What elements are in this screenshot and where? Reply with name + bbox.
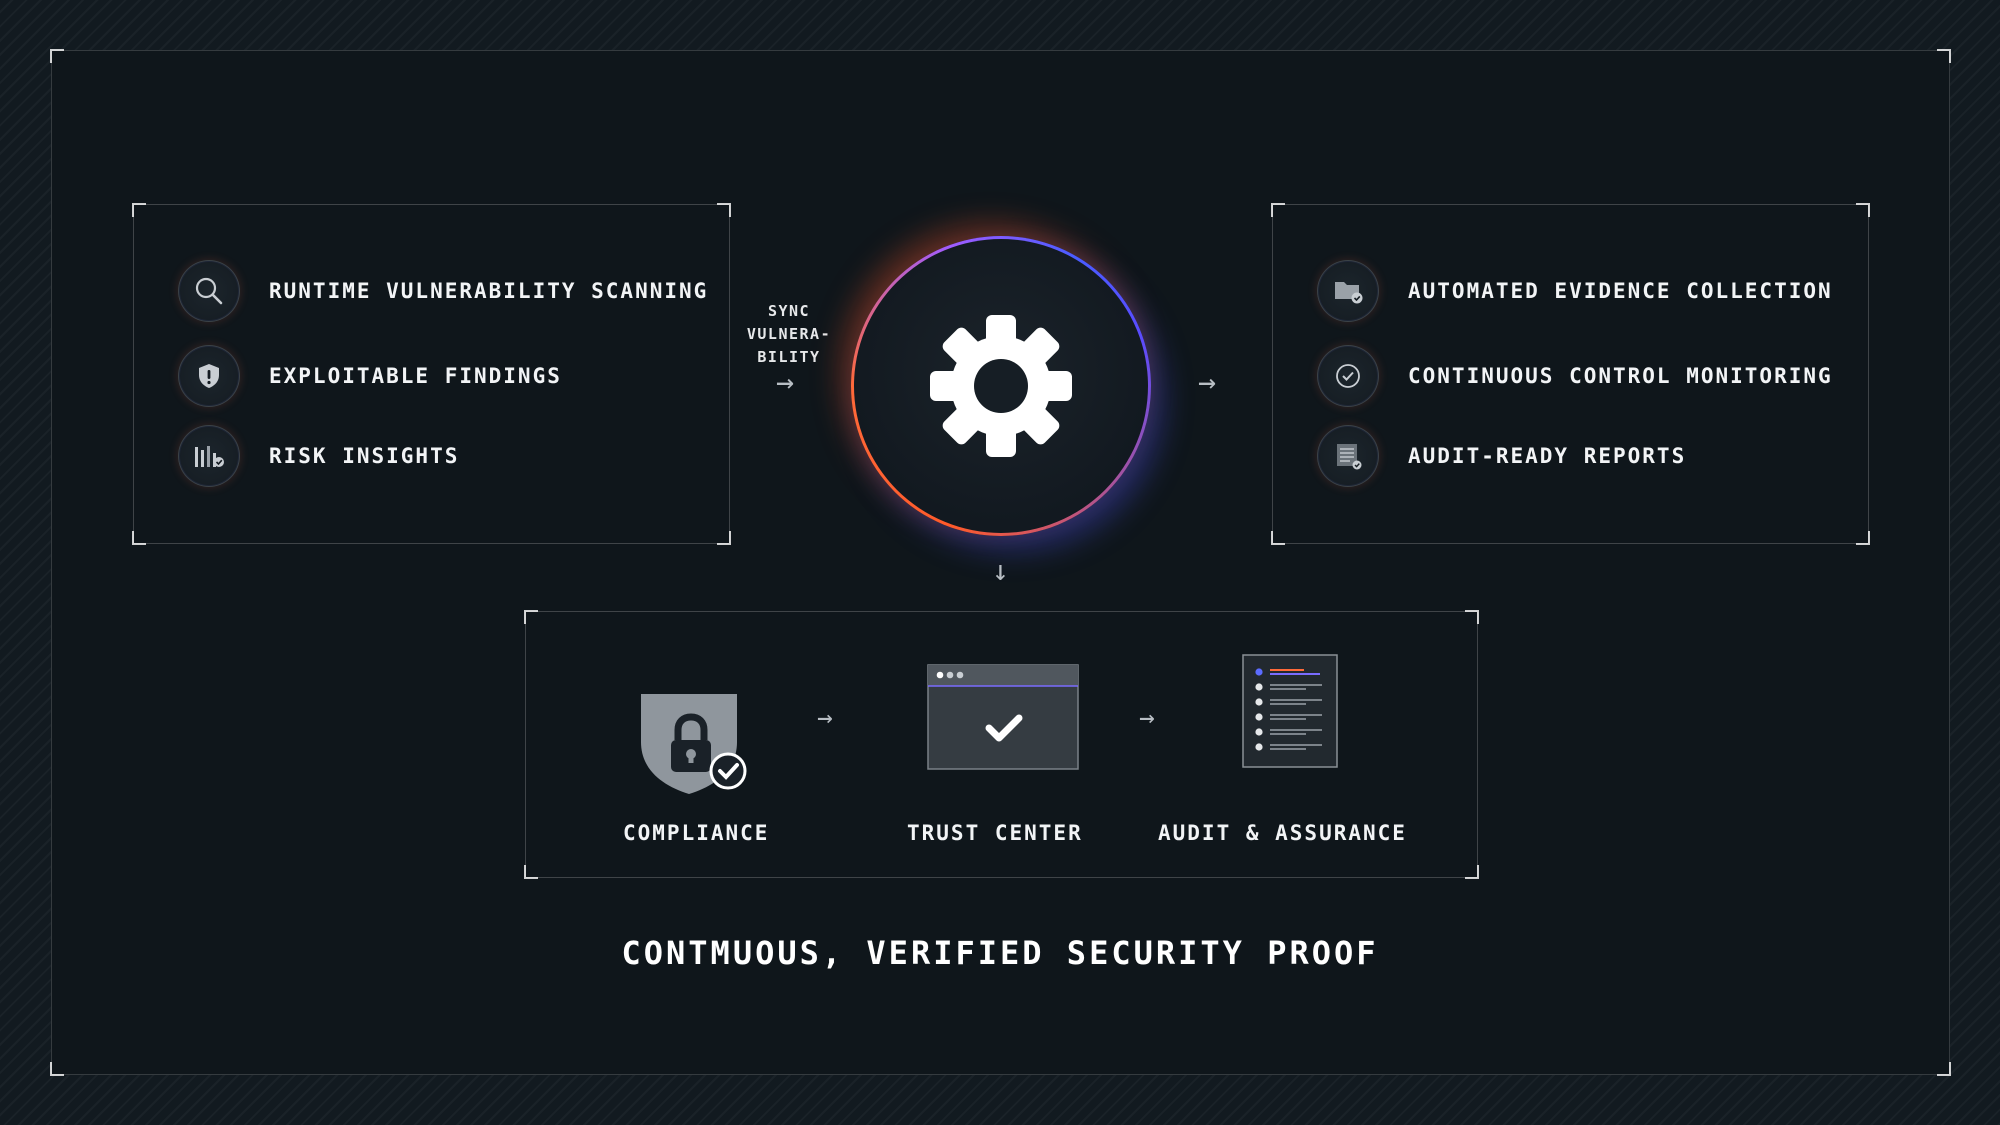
report-check-icon <box>1317 425 1379 487</box>
frame-corner <box>1937 1062 1951 1076</box>
tagline: CONTMUOUS, VERIFIED SECURITY PROOF <box>621 934 1379 972</box>
feature-exploitable-findings: EXPLOITABLE FINDINGS <box>178 345 562 407</box>
step-label-audit-assurance: AUDIT & ASSURANCE <box>1158 821 1407 845</box>
feature-runtime-scanning: RUNTIME VULNERABILITY SCANNING <box>178 260 708 322</box>
panel-corner <box>1271 203 1285 217</box>
feature-label: RISK INSIGHTS <box>269 444 460 468</box>
panel-corner <box>524 610 538 624</box>
frame-corner <box>1937 49 1951 63</box>
frame-corner <box>50 49 64 63</box>
bar-chart-icon <box>178 425 240 487</box>
arrow-right-icon: → <box>817 703 833 733</box>
evidence-panel: AUTOMATED EVIDENCE COLLECTION CONTINUOUS… <box>1271 203 1870 545</box>
magnifier-icon <box>178 260 240 322</box>
shield-alert-icon <box>178 345 240 407</box>
feature-control-monitoring: CONTINUOUS CONTROL MONITORING <box>1317 345 1833 407</box>
sync-label-line: SYNC <box>767 302 811 320</box>
panel-corner <box>132 531 146 545</box>
feature-audit-reports: AUDIT-READY REPORTS <box>1317 425 1686 487</box>
panel-corner <box>1465 865 1479 879</box>
sync-label-line: BILITY <box>757 348 821 366</box>
gear-icon <box>930 315 1072 457</box>
sync-vulnerability-label: SYNC VULNERA- BILITY <box>736 300 842 369</box>
arrow-down-icon: ↓ <box>992 554 1009 587</box>
feature-label: CONTINUOUS CONTROL MONITORING <box>1408 364 1833 388</box>
arrow-right-icon: → <box>1198 365 1217 400</box>
arrow-right-icon: → <box>1139 703 1155 733</box>
panel-corner <box>1856 203 1870 217</box>
folder-check-icon <box>1317 260 1379 322</box>
frame-corner <box>50 1062 64 1076</box>
feature-label: EXPLOITABLE FINDINGS <box>269 364 562 388</box>
lock-shield-icon <box>637 690 751 808</box>
panel-corner <box>1856 531 1870 545</box>
feature-label: RUNTIME VULNERABILITY SCANNING <box>269 279 709 303</box>
check-circle-icon <box>1317 345 1379 407</box>
feature-risk-insights: RISK INSIGHTS <box>178 425 459 487</box>
panel-corner <box>524 865 538 879</box>
panel-corner <box>1271 531 1285 545</box>
panel-corner <box>132 203 146 217</box>
step-label-trust-center: TRUST CENTER <box>907 821 1083 845</box>
step-label-compliance: COMPLIANCE <box>623 821 770 845</box>
outcomes-panel: COMPLIANCE → TRUST CENTER → <box>524 610 1479 879</box>
central-hub <box>851 236 1151 536</box>
feature-evidence-collection: AUTOMATED EVIDENCE COLLECTION <box>1317 260 1833 322</box>
feature-label: AUTOMATED EVIDENCE COLLECTION <box>1408 279 1833 303</box>
checklist-document-icon <box>1242 654 1338 772</box>
panel-corner <box>717 203 731 217</box>
vulnerability-panel: RUNTIME VULNERABILITY SCANNING EXPLOITAB… <box>132 203 731 545</box>
browser-check-icon <box>927 664 1079 774</box>
panel-corner <box>717 531 731 545</box>
sync-label-line: VULNERA- <box>746 325 832 343</box>
panel-corner <box>1465 610 1479 624</box>
arrow-right-icon: → <box>776 365 795 400</box>
diagram-frame <box>50 49 1951 1076</box>
feature-label: AUDIT-READY REPORTS <box>1408 444 1687 468</box>
